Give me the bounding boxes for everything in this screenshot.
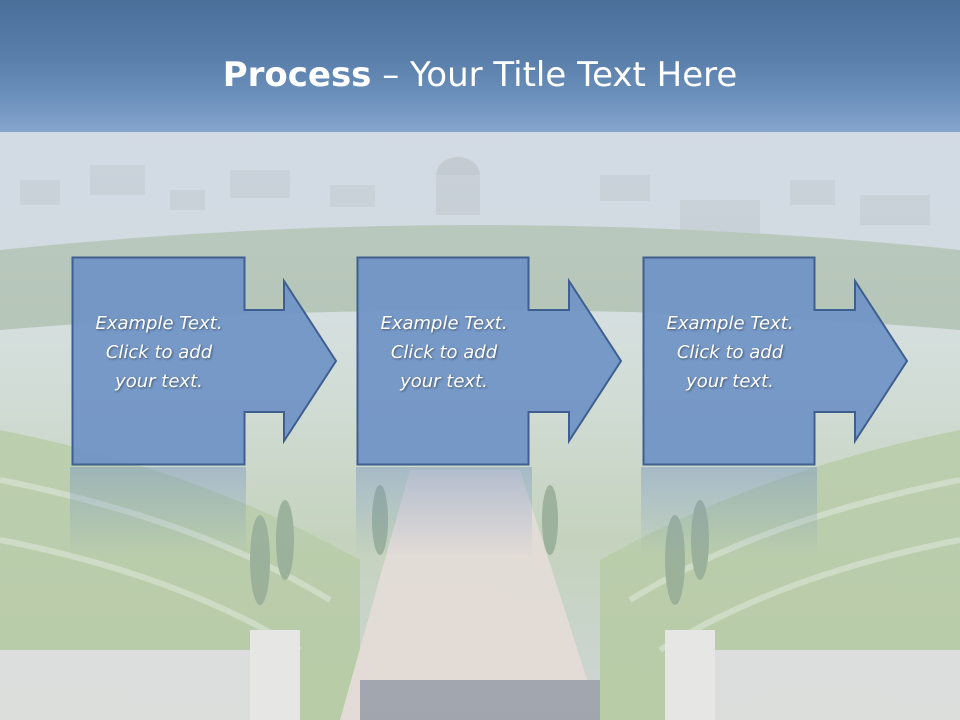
step-1-line-2: Click to add [105, 342, 213, 363]
step-2-line-2: Click to add [390, 342, 498, 363]
title-bold: Process [222, 55, 372, 95]
arrow-shape-1 [71, 256, 338, 466]
step-1-line-3: your text. [115, 371, 203, 392]
process-step-3[interactable]: Example Text. Click to add your text. [642, 256, 960, 467]
title-band [0, 0, 960, 132]
step-1-line-1: Example Text. [95, 313, 223, 334]
step-2-line-3: your text. [400, 371, 488, 392]
step-3-line-3: your text. [686, 371, 774, 392]
step-2-reflection [356, 467, 532, 557]
step-3-reflection [641, 467, 817, 557]
arrow-shape-2 [356, 256, 623, 466]
process-step-2[interactable]: Example Text. Click to add your text. [356, 256, 697, 467]
step-1-text: Example Text. Click to add your text. [74, 309, 244, 396]
step-2-line-1: Example Text. [380, 313, 508, 334]
step-3-line-1: Example Text. [666, 313, 794, 334]
step-1-reflection [70, 467, 246, 557]
arrow-shape-3 [642, 256, 909, 466]
step-3-text: Example Text. Click to add your text. [645, 309, 815, 396]
page-title: Process – Your Title Text Here [0, 52, 960, 98]
title-rest: – Your Title Text Here [371, 55, 738, 95]
process-step-1[interactable]: Example Text. Click to add your text. [71, 256, 412, 467]
step-2-text: Example Text. Click to add your text. [359, 309, 529, 396]
step-3-line-2: Click to add [676, 342, 784, 363]
